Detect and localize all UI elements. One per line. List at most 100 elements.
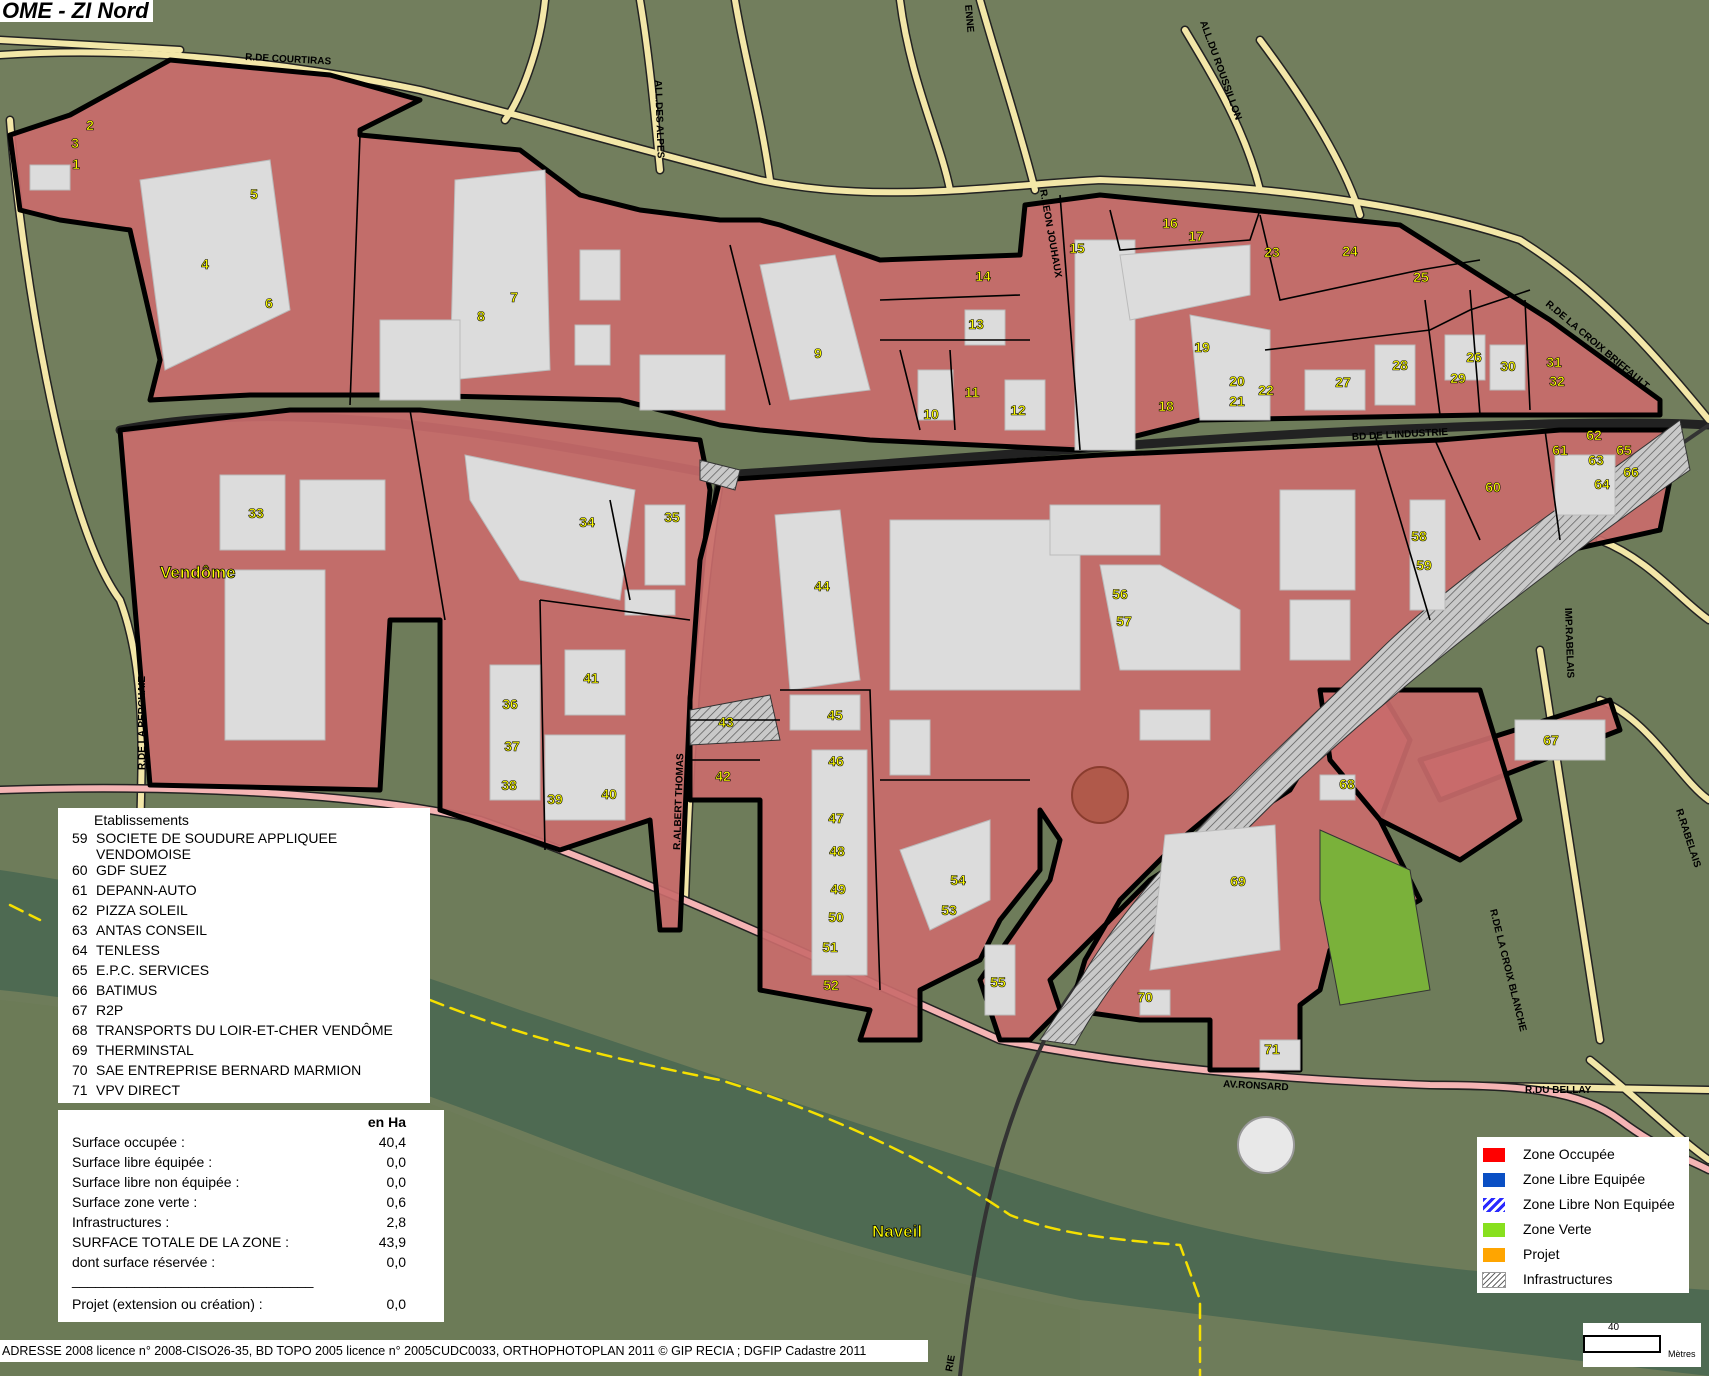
parcel-label-16[interactable]: 16	[1162, 215, 1178, 232]
water-tank	[1071, 766, 1129, 824]
parcel-label-45[interactable]: 45	[827, 707, 843, 724]
establishment-name: R2P	[96, 1002, 124, 1018]
parcel-label-21[interactable]: 21	[1229, 393, 1245, 410]
parcel-label-4[interactable]: 4	[201, 256, 210, 273]
parcel-label-61[interactable]: 61	[1552, 442, 1568, 459]
parcel-label-42[interactable]: 42	[715, 768, 731, 785]
parcel-label-20[interactable]: 20	[1229, 373, 1245, 390]
parcel-label-6[interactable]: 6	[265, 295, 274, 312]
parcel-label-38[interactable]: 38	[501, 777, 517, 794]
parcel-label-19[interactable]: 19	[1194, 339, 1210, 356]
parcel-label-59[interactable]: 59	[1416, 557, 1432, 574]
parcel-label-7[interactable]: 7	[510, 289, 519, 306]
parcel-label-8[interactable]: 8	[477, 308, 486, 325]
street-label-rie: RIE	[944, 1354, 958, 1373]
parcel-label-60[interactable]: 60	[1485, 479, 1501, 496]
green-zone[interactable]	[1319, 829, 1431, 1006]
parcel-label-23[interactable]: 23	[1264, 244, 1280, 261]
parcel-label-70[interactable]: 70	[1137, 989, 1153, 1006]
street-label-ronsard: AV.RONSARD	[1223, 1079, 1289, 1093]
parcel-label-32[interactable]: 32	[1549, 373, 1565, 390]
parcel-label-31[interactable]: 31	[1546, 354, 1562, 371]
parcel-label-66[interactable]: 66	[1623, 464, 1639, 481]
parcel-label-26[interactable]: 26	[1466, 349, 1482, 366]
infrastructure-zones[interactable]	[689, 419, 1691, 1046]
parcel-label-41[interactable]: 41	[583, 670, 599, 687]
parcel-label-35[interactable]: 35	[664, 509, 680, 526]
surface-value: 0,0	[386, 1174, 406, 1190]
parcel-label-39[interactable]: 39	[547, 791, 563, 808]
parcel-label-15[interactable]: 15	[1069, 240, 1085, 257]
parcel-label-29[interactable]: 29	[1450, 370, 1466, 387]
parcel-label-46[interactable]: 46	[828, 753, 844, 770]
parcel-label-3[interactable]: 3	[71, 135, 80, 152]
parcel-label-1[interactable]: 1	[72, 156, 81, 173]
street-label-enne: ENNE	[962, 4, 975, 33]
parcel-label-37[interactable]: 37	[504, 738, 520, 755]
establishment-number: 64	[72, 942, 88, 958]
parcel-label-9[interactable]: 9	[814, 345, 823, 362]
parcel-label-24[interactable]: 24	[1342, 243, 1358, 260]
parcel-label-27[interactable]: 27	[1335, 374, 1351, 391]
place-vendome[interactable]: Vendôme	[160, 563, 236, 583]
parcel-label-18[interactable]: 18	[1158, 398, 1174, 415]
parcel-label-69[interactable]: 69	[1230, 873, 1246, 890]
parcel-label-44[interactable]: 44	[814, 578, 830, 595]
legend-label: Zone Libre Equipée	[1523, 1171, 1646, 1187]
parcel-label-65[interactable]: 65	[1616, 442, 1632, 459]
parcel-label-49[interactable]: 49	[830, 881, 846, 898]
parcel-label-14[interactable]: 14	[975, 268, 991, 285]
parcel-label-47[interactable]: 47	[828, 810, 844, 827]
parcel-label-36[interactable]: 36	[502, 696, 518, 713]
parcel-label-5[interactable]: 5	[250, 186, 259, 203]
parcel-label-33[interactable]: 33	[248, 505, 264, 522]
parcel-label-52[interactable]: 52	[823, 977, 839, 994]
parcel-label-30[interactable]: 30	[1500, 358, 1516, 375]
parcel-label-10[interactable]: 10	[923, 406, 939, 423]
parcel-label-57[interactable]: 57	[1116, 613, 1132, 630]
parcel-label-2[interactable]: 2	[86, 117, 95, 134]
parcel-label-22[interactable]: 22	[1258, 382, 1274, 399]
parcel-label-67[interactable]: 67	[1543, 732, 1559, 749]
parcel-label-43[interactable]: 43	[718, 714, 734, 731]
parcel-label-12[interactable]: 12	[1010, 402, 1026, 419]
parcel-label-62[interactable]: 62	[1586, 427, 1602, 444]
place-naveil[interactable]: Naveil	[872, 1222, 923, 1242]
parcel-label-17[interactable]: 17	[1188, 228, 1204, 245]
establishment-number: 69	[72, 1042, 88, 1058]
parcel-label-48[interactable]: 48	[829, 843, 845, 860]
credit-line: ADRESSE 2008 licence n° 2008-CISO26-35, …	[0, 1340, 928, 1362]
parcel-label-13[interactable]: 13	[968, 316, 984, 333]
street-label-industrie: BD DE L'INDUSTRIE	[1352, 427, 1449, 443]
parcel-label-54[interactable]: 54	[950, 872, 966, 889]
establishment-name: E.P.C. SERVICES	[96, 962, 210, 978]
parcel-label-25[interactable]: 25	[1413, 269, 1429, 286]
surface-value: 43,9	[378, 1234, 406, 1250]
scale-bar-box	[1583, 1335, 1661, 1353]
parcel-label-34[interactable]: 34	[579, 514, 595, 531]
parcel-label-11[interactable]: 11	[964, 384, 980, 401]
parcel-label-40[interactable]: 40	[601, 786, 617, 803]
parcel-label-68[interactable]: 68	[1339, 776, 1355, 793]
parcel-label-56[interactable]: 56	[1112, 586, 1128, 603]
parcel-label-64[interactable]: 64	[1594, 476, 1610, 493]
parcel-label-53[interactable]: 53	[941, 902, 957, 919]
parcel-label-71[interactable]: 71	[1264, 1041, 1280, 1058]
parcel-label-28[interactable]: 28	[1392, 357, 1408, 374]
parcel-label-63[interactable]: 63	[1588, 452, 1604, 469]
scale-bar: 40 Mètres	[1583, 1322, 1701, 1367]
project-label: Projet (extension ou création) :	[72, 1296, 263, 1312]
parcel-label-55[interactable]: 55	[990, 974, 1006, 991]
parcel-label-51[interactable]: 51	[822, 939, 838, 956]
street-label-bellay: R.DU BELLAY	[1525, 1085, 1592, 1096]
parcel-label-58[interactable]: 58	[1411, 528, 1427, 545]
scale-unit: Mètres	[1668, 1349, 1696, 1359]
establishment-name: GDF SUEZ	[96, 862, 167, 878]
parcel-label-50[interactable]: 50	[828, 909, 844, 926]
legend-label: Projet	[1523, 1246, 1560, 1262]
establishment-number: 70	[72, 1062, 88, 1078]
